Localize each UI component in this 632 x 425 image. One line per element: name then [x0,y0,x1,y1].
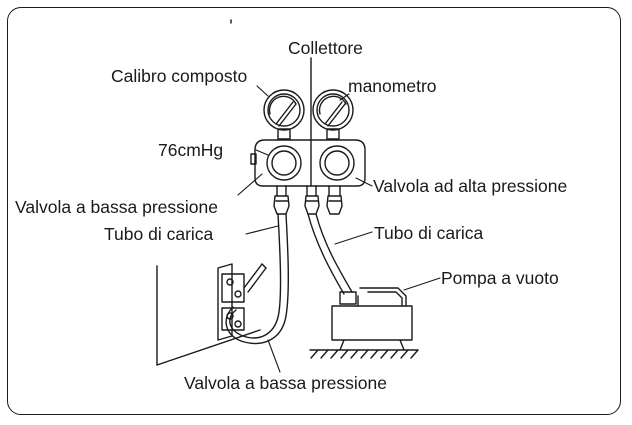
leader-charge-hose-right [334,231,373,245]
ground-icon [309,349,419,359]
label-vacuum-reading: 76cmHg [158,140,224,160]
leader-high-valve [355,177,373,187]
diagram-frame [7,7,621,415]
label-vacuum-pump: Pompa a vuoto [441,268,559,288]
leader-pressure-gauge [339,93,350,101]
label-high-pressure-valve: Valvola ad alta pressione [373,176,568,196]
label-low-pressure-valve-top: Valvola a bassa pressione [15,197,218,217]
leader-low-valve-top [237,173,263,196]
high-side-fitting-icon [326,195,343,215]
leader-charge-hose-left [245,225,279,235]
vacuum-pump-icon [331,287,413,351]
label-manifold: Collettore [288,38,363,58]
manifold-icon [250,57,366,197]
service-valve-icon [217,263,267,341]
low-side-fitting-icon [273,195,290,215]
pressure-gauge-icon [312,89,354,140]
compound-gauge-icon [263,89,305,140]
leader-compound-gauge [256,85,269,97]
wall-icon [156,265,261,366]
label-compound-gauge: Calibro composto [111,66,248,86]
label-low-pressure-valve-bottom: Valvola a bassa pressione [184,373,387,393]
charge-hose-left-icon [225,213,289,345]
label-charge-hose-left: Tubo di carica [104,224,214,244]
leader-low-valve-bottom [267,339,281,373]
leader-lines [237,85,441,373]
leader-vacuum-reading [255,149,269,156]
label-pressure-gauge: manometro [348,76,437,96]
charge-hose-right-icon [307,213,353,295]
leader-vacuum-pump [403,277,441,291]
center-fitting-icon [304,195,320,215]
label-charge-hose-right: Tubo di carica [374,223,484,243]
